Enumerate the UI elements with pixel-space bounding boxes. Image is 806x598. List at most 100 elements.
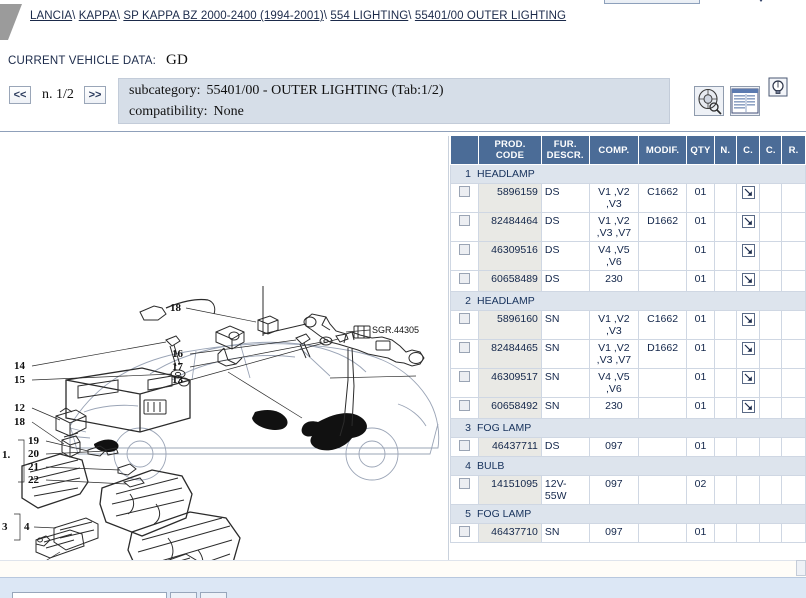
row-checkbox-cell[interactable] bbox=[450, 270, 480, 292]
cell-c1[interactable] bbox=[735, 368, 761, 398]
cell-fur-descr: SN bbox=[540, 339, 590, 369]
cell-c1[interactable] bbox=[735, 437, 761, 457]
breadcrumb-item-4[interactable]: 55401/00 OUTER LIGHTING bbox=[414, 10, 567, 22]
breadcrumb-item-2[interactable]: SP KAPPA BZ 2000-2400 (1994-2001) bbox=[123, 10, 324, 22]
cell-prod-code[interactable]: 82484464 bbox=[478, 212, 542, 242]
top-cutoff-textbox[interactable] bbox=[604, 0, 700, 4]
row-checkbox-cell[interactable] bbox=[450, 241, 480, 271]
row-checkbox[interactable] bbox=[459, 400, 471, 411]
cell-prod-code[interactable]: 46437710 bbox=[478, 523, 542, 543]
cell-prod-code[interactable]: 46309516 bbox=[478, 241, 542, 271]
row-checkbox[interactable] bbox=[459, 313, 471, 324]
cell-fur-descr: SN bbox=[540, 310, 590, 340]
row-checkbox[interactable] bbox=[459, 186, 471, 197]
parts-exploded-diagram[interactable]: .ln { stroke:#2b2b2b; stroke-width:1; fi… bbox=[0, 136, 448, 560]
parts-list-icon[interactable] bbox=[730, 86, 760, 116]
cell-fur-descr: DS bbox=[540, 212, 590, 242]
row-checkbox[interactable] bbox=[459, 342, 471, 353]
row-checkbox[interactable] bbox=[459, 244, 471, 255]
bottom-button-2[interactable] bbox=[200, 592, 227, 598]
parts-table-container[interactable]: PROD. CODE FUR. DESCR. COMP. MODIF. QTY … bbox=[450, 136, 806, 560]
row-checkbox-cell[interactable] bbox=[450, 397, 480, 419]
row-checkbox-cell[interactable] bbox=[450, 183, 480, 213]
wheel-search-icon[interactable] bbox=[694, 86, 724, 116]
row-checkbox[interactable] bbox=[459, 440, 471, 451]
row-checkbox-cell[interactable] bbox=[450, 523, 480, 543]
cell-n bbox=[714, 241, 737, 271]
cell-qty: 01 bbox=[685, 397, 716, 419]
row-checkbox-cell[interactable] bbox=[450, 437, 480, 457]
cell-c1[interactable] bbox=[735, 212, 761, 242]
cell-modif bbox=[638, 523, 687, 543]
breadcrumb-item-0[interactable]: LANCIA bbox=[30, 10, 73, 22]
chevron-down-icon[interactable] bbox=[742, 0, 780, 10]
detail-link-icon[interactable] bbox=[741, 186, 755, 199]
svg-text:1.: 1. bbox=[2, 449, 11, 461]
bottom-white-strip bbox=[0, 560, 806, 577]
lightbulb-help-icon[interactable] bbox=[768, 77, 788, 99]
next-page-button[interactable]: >> bbox=[84, 86, 106, 104]
detail-link-icon[interactable] bbox=[741, 244, 755, 257]
detail-link-icon[interactable] bbox=[741, 371, 755, 384]
cell-c1[interactable] bbox=[735, 339, 761, 369]
cell-c1[interactable] bbox=[735, 310, 761, 340]
row-checkbox-cell[interactable] bbox=[450, 368, 480, 398]
cell-c1[interactable] bbox=[735, 523, 761, 543]
svg-text:17: 17 bbox=[172, 361, 184, 373]
column-header-r: R. bbox=[781, 136, 806, 165]
row-checkbox[interactable] bbox=[459, 273, 471, 284]
cell-prod-code[interactable]: 14151095 bbox=[478, 475, 542, 505]
cell-r bbox=[781, 339, 806, 369]
bottom-button-1[interactable] bbox=[170, 592, 197, 598]
cell-n bbox=[714, 475, 737, 505]
row-checkbox-cell[interactable] bbox=[450, 212, 480, 242]
cell-n bbox=[714, 397, 737, 419]
row-checkbox[interactable] bbox=[459, 478, 471, 489]
row-checkbox-cell[interactable] bbox=[450, 475, 480, 505]
detail-link-icon[interactable] bbox=[741, 342, 755, 355]
breadcrumb-item-3[interactable]: 554 LIGHTING bbox=[330, 10, 409, 22]
row-checkbox[interactable] bbox=[459, 371, 471, 382]
group-number: 3 bbox=[465, 422, 471, 434]
row-checkbox[interactable] bbox=[459, 215, 471, 226]
bottom-search-input[interactable] bbox=[12, 592, 167, 598]
cell-c1[interactable] bbox=[735, 183, 761, 213]
cell-c1[interactable] bbox=[735, 475, 761, 505]
cell-c1[interactable] bbox=[735, 270, 761, 292]
detail-link-icon[interactable] bbox=[741, 313, 755, 326]
cell-prod-code[interactable]: 46309517 bbox=[478, 368, 542, 398]
sgr-label: SGR.44305 bbox=[372, 325, 419, 335]
detail-link-icon[interactable] bbox=[741, 400, 755, 413]
previous-page-button[interactable]: << bbox=[9, 86, 31, 104]
detail-link-icon[interactable] bbox=[741, 215, 755, 228]
cell-qty: 01 bbox=[685, 368, 716, 398]
svg-text:14: 14 bbox=[14, 360, 26, 372]
row-checkbox-cell[interactable] bbox=[450, 339, 480, 369]
cell-prod-code[interactable]: 60658489 bbox=[478, 270, 542, 292]
cell-prod-code[interactable]: 46437711 bbox=[478, 437, 542, 457]
breadcrumb-item-1[interactable]: KAPPA bbox=[78, 10, 117, 22]
cell-prod-code[interactable]: 5896160 bbox=[478, 310, 542, 340]
cell-prod-code[interactable]: 5896159 bbox=[478, 183, 542, 213]
row-checkbox-cell[interactable] bbox=[450, 310, 480, 340]
cell-fur-descr: SN bbox=[540, 368, 590, 398]
cell-prod-code[interactable]: 60658492 bbox=[478, 397, 542, 419]
cell-c1[interactable] bbox=[735, 241, 761, 271]
cell-prod-code[interactable]: 82484465 bbox=[478, 339, 542, 369]
vertical-scrollbar[interactable] bbox=[796, 560, 806, 576]
cell-c1[interactable] bbox=[735, 397, 761, 419]
svg-text:18: 18 bbox=[170, 302, 182, 314]
row-checkbox[interactable] bbox=[459, 526, 471, 537]
detail-link-icon[interactable] bbox=[741, 273, 755, 286]
